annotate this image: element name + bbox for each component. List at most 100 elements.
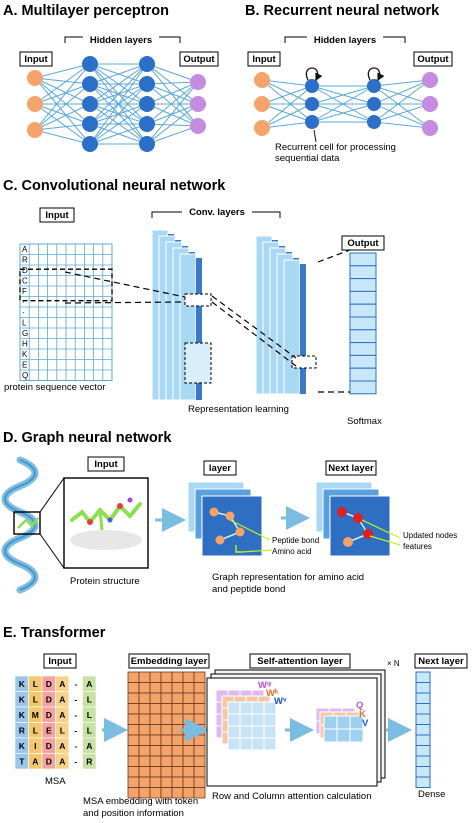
rnn-edge xyxy=(373,79,431,123)
sequence-letter: E xyxy=(22,361,27,370)
embedding-cell xyxy=(182,682,195,694)
input-node xyxy=(27,70,43,86)
msa-char: D xyxy=(46,695,52,705)
hidden-node xyxy=(305,115,319,129)
msa-char: A xyxy=(59,757,65,767)
attention-cell xyxy=(239,725,253,739)
embedding-layer-label: Embedding layer xyxy=(131,656,208,667)
mlp-edges xyxy=(34,63,199,145)
embedding-cell xyxy=(160,766,173,778)
mlp-edge xyxy=(89,63,148,85)
times-n-label: × N xyxy=(387,659,400,668)
embedding-cell xyxy=(149,671,162,683)
attention-cell xyxy=(263,737,277,751)
gnn-input-box xyxy=(87,456,125,472)
rnn-edge xyxy=(261,79,313,105)
graph-caption-line1: Graph representation for amino acid xyxy=(212,572,364,583)
mlp-edge xyxy=(146,103,199,145)
embedding-cell xyxy=(182,745,195,757)
attention-matrices xyxy=(215,689,277,751)
hidden-node xyxy=(139,76,155,92)
attention-cell xyxy=(263,725,277,739)
embedding-cell xyxy=(138,745,151,757)
embedding-cell xyxy=(193,734,206,746)
cnn-vector-caption: protein sequence vector xyxy=(4,382,105,393)
embedding-cell xyxy=(127,703,140,715)
embedding-cell xyxy=(193,755,206,767)
gnn-layer-stack xyxy=(187,481,273,557)
embedding-cell xyxy=(193,776,206,788)
embedding-cell xyxy=(182,692,195,704)
embedding-cell xyxy=(149,745,162,757)
attention-caption: Row and Column attention calculation xyxy=(212,791,371,802)
input-node xyxy=(254,120,270,136)
mlp-edge xyxy=(89,123,148,145)
mlp-edge xyxy=(146,63,199,105)
rnn-edges xyxy=(261,79,431,129)
mlp-edge xyxy=(34,77,91,85)
mlp-edge xyxy=(146,103,199,127)
mlp-edge xyxy=(34,129,91,145)
rnn-edge xyxy=(311,85,375,105)
mlp-edge xyxy=(89,103,148,145)
mlp-edge xyxy=(34,77,91,105)
msa-char: - xyxy=(74,679,77,689)
msa-char: - xyxy=(74,710,77,720)
softmax-cell xyxy=(349,252,377,267)
gnn-layer-box xyxy=(203,460,237,476)
recurrent-pointer xyxy=(313,129,317,143)
embedding-cell xyxy=(171,734,184,746)
embedding-cell xyxy=(160,745,173,757)
embedding-caption-line2: and position information xyxy=(83,808,184,819)
mlp-edge xyxy=(89,63,148,105)
rnn-output-label: Output xyxy=(417,54,449,65)
embedding-cell xyxy=(160,682,173,694)
hidden-node xyxy=(367,115,381,129)
rnn-caption-line1: Recurrent cell for processing xyxy=(275,142,396,153)
embedding-cell xyxy=(171,766,184,778)
msa-char: - xyxy=(74,695,77,705)
embedding-cell xyxy=(182,734,195,746)
mlp-edge xyxy=(34,83,91,105)
mlp-output-label: Output xyxy=(183,54,215,65)
embedding-cell xyxy=(138,703,151,715)
mlp-edge xyxy=(34,103,91,145)
rnn-edge xyxy=(373,103,431,129)
attention-cell xyxy=(251,701,265,715)
mlp-edge xyxy=(89,83,148,145)
rnn-nodes xyxy=(254,67,438,143)
mlp-edge xyxy=(146,81,199,85)
msa-char: R xyxy=(19,726,25,736)
embedding-cell xyxy=(182,776,195,788)
rnn-edge xyxy=(261,85,313,105)
conv-kernel-2 xyxy=(184,342,212,384)
mlp-edge xyxy=(146,81,199,105)
conv-kernel-1 xyxy=(184,293,212,307)
embedding-cell xyxy=(182,766,195,778)
dense-cell xyxy=(415,692,431,704)
cnn-output-label: Output xyxy=(347,238,379,249)
input-node xyxy=(27,122,43,138)
embedding-cell xyxy=(149,734,162,746)
mlp-edge xyxy=(146,83,199,105)
qkv-cell xyxy=(336,715,351,730)
rnn-hidden-label-bg xyxy=(307,33,383,46)
msa-char: L xyxy=(87,726,92,736)
output-node xyxy=(190,118,206,134)
mlp-hidden-label: Hidden layers xyxy=(90,35,152,46)
hidden-node xyxy=(82,116,98,132)
msa-char: A xyxy=(32,757,38,767)
conv-layer-2 xyxy=(283,259,301,395)
hidden-node xyxy=(367,97,381,111)
attention-cell xyxy=(263,713,277,727)
embedding-cell xyxy=(127,692,140,704)
dense-cell xyxy=(415,776,431,788)
dense-cell xyxy=(415,703,431,715)
embedding-layer-box xyxy=(128,653,210,669)
self-attention-label: Self-attention layer xyxy=(257,656,343,667)
embedding-cell xyxy=(138,724,151,736)
hidden-node xyxy=(139,56,155,72)
mlp-nodes xyxy=(27,56,206,152)
conv-layer-stacks xyxy=(151,229,317,401)
